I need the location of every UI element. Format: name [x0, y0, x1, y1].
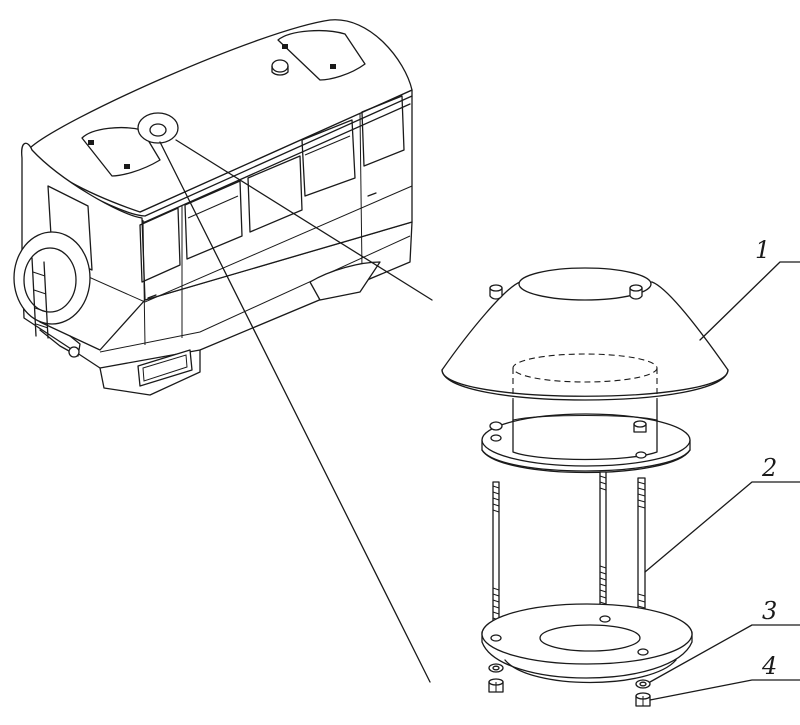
van-body [13, 19, 413, 396]
exploded-ventilator [441, 267, 729, 707]
lower-base-plate [481, 603, 693, 684]
stud-center [599, 471, 607, 609]
nuts [488, 678, 651, 707]
cap-stud-left [489, 284, 503, 300]
callout-label-1: 1 [755, 236, 770, 264]
callout-3: 3 [649, 597, 800, 683]
callout-label-2: 2 [761, 454, 777, 482]
ventilator-cap [441, 267, 729, 401]
callout-4: 4 [649, 652, 800, 701]
callout-2: 2 [644, 454, 800, 573]
roof-ventilator-location [137, 112, 179, 144]
callout-label-4: 4 [761, 652, 777, 680]
callout-1: 1 [699, 236, 800, 341]
washers [488, 663, 651, 689]
cap-stud-right [629, 284, 643, 300]
stud-left [492, 481, 500, 629]
callout-label-3: 3 [762, 597, 777, 625]
projection-lines [159, 139, 433, 683]
upper-flange-plate [481, 413, 691, 474]
